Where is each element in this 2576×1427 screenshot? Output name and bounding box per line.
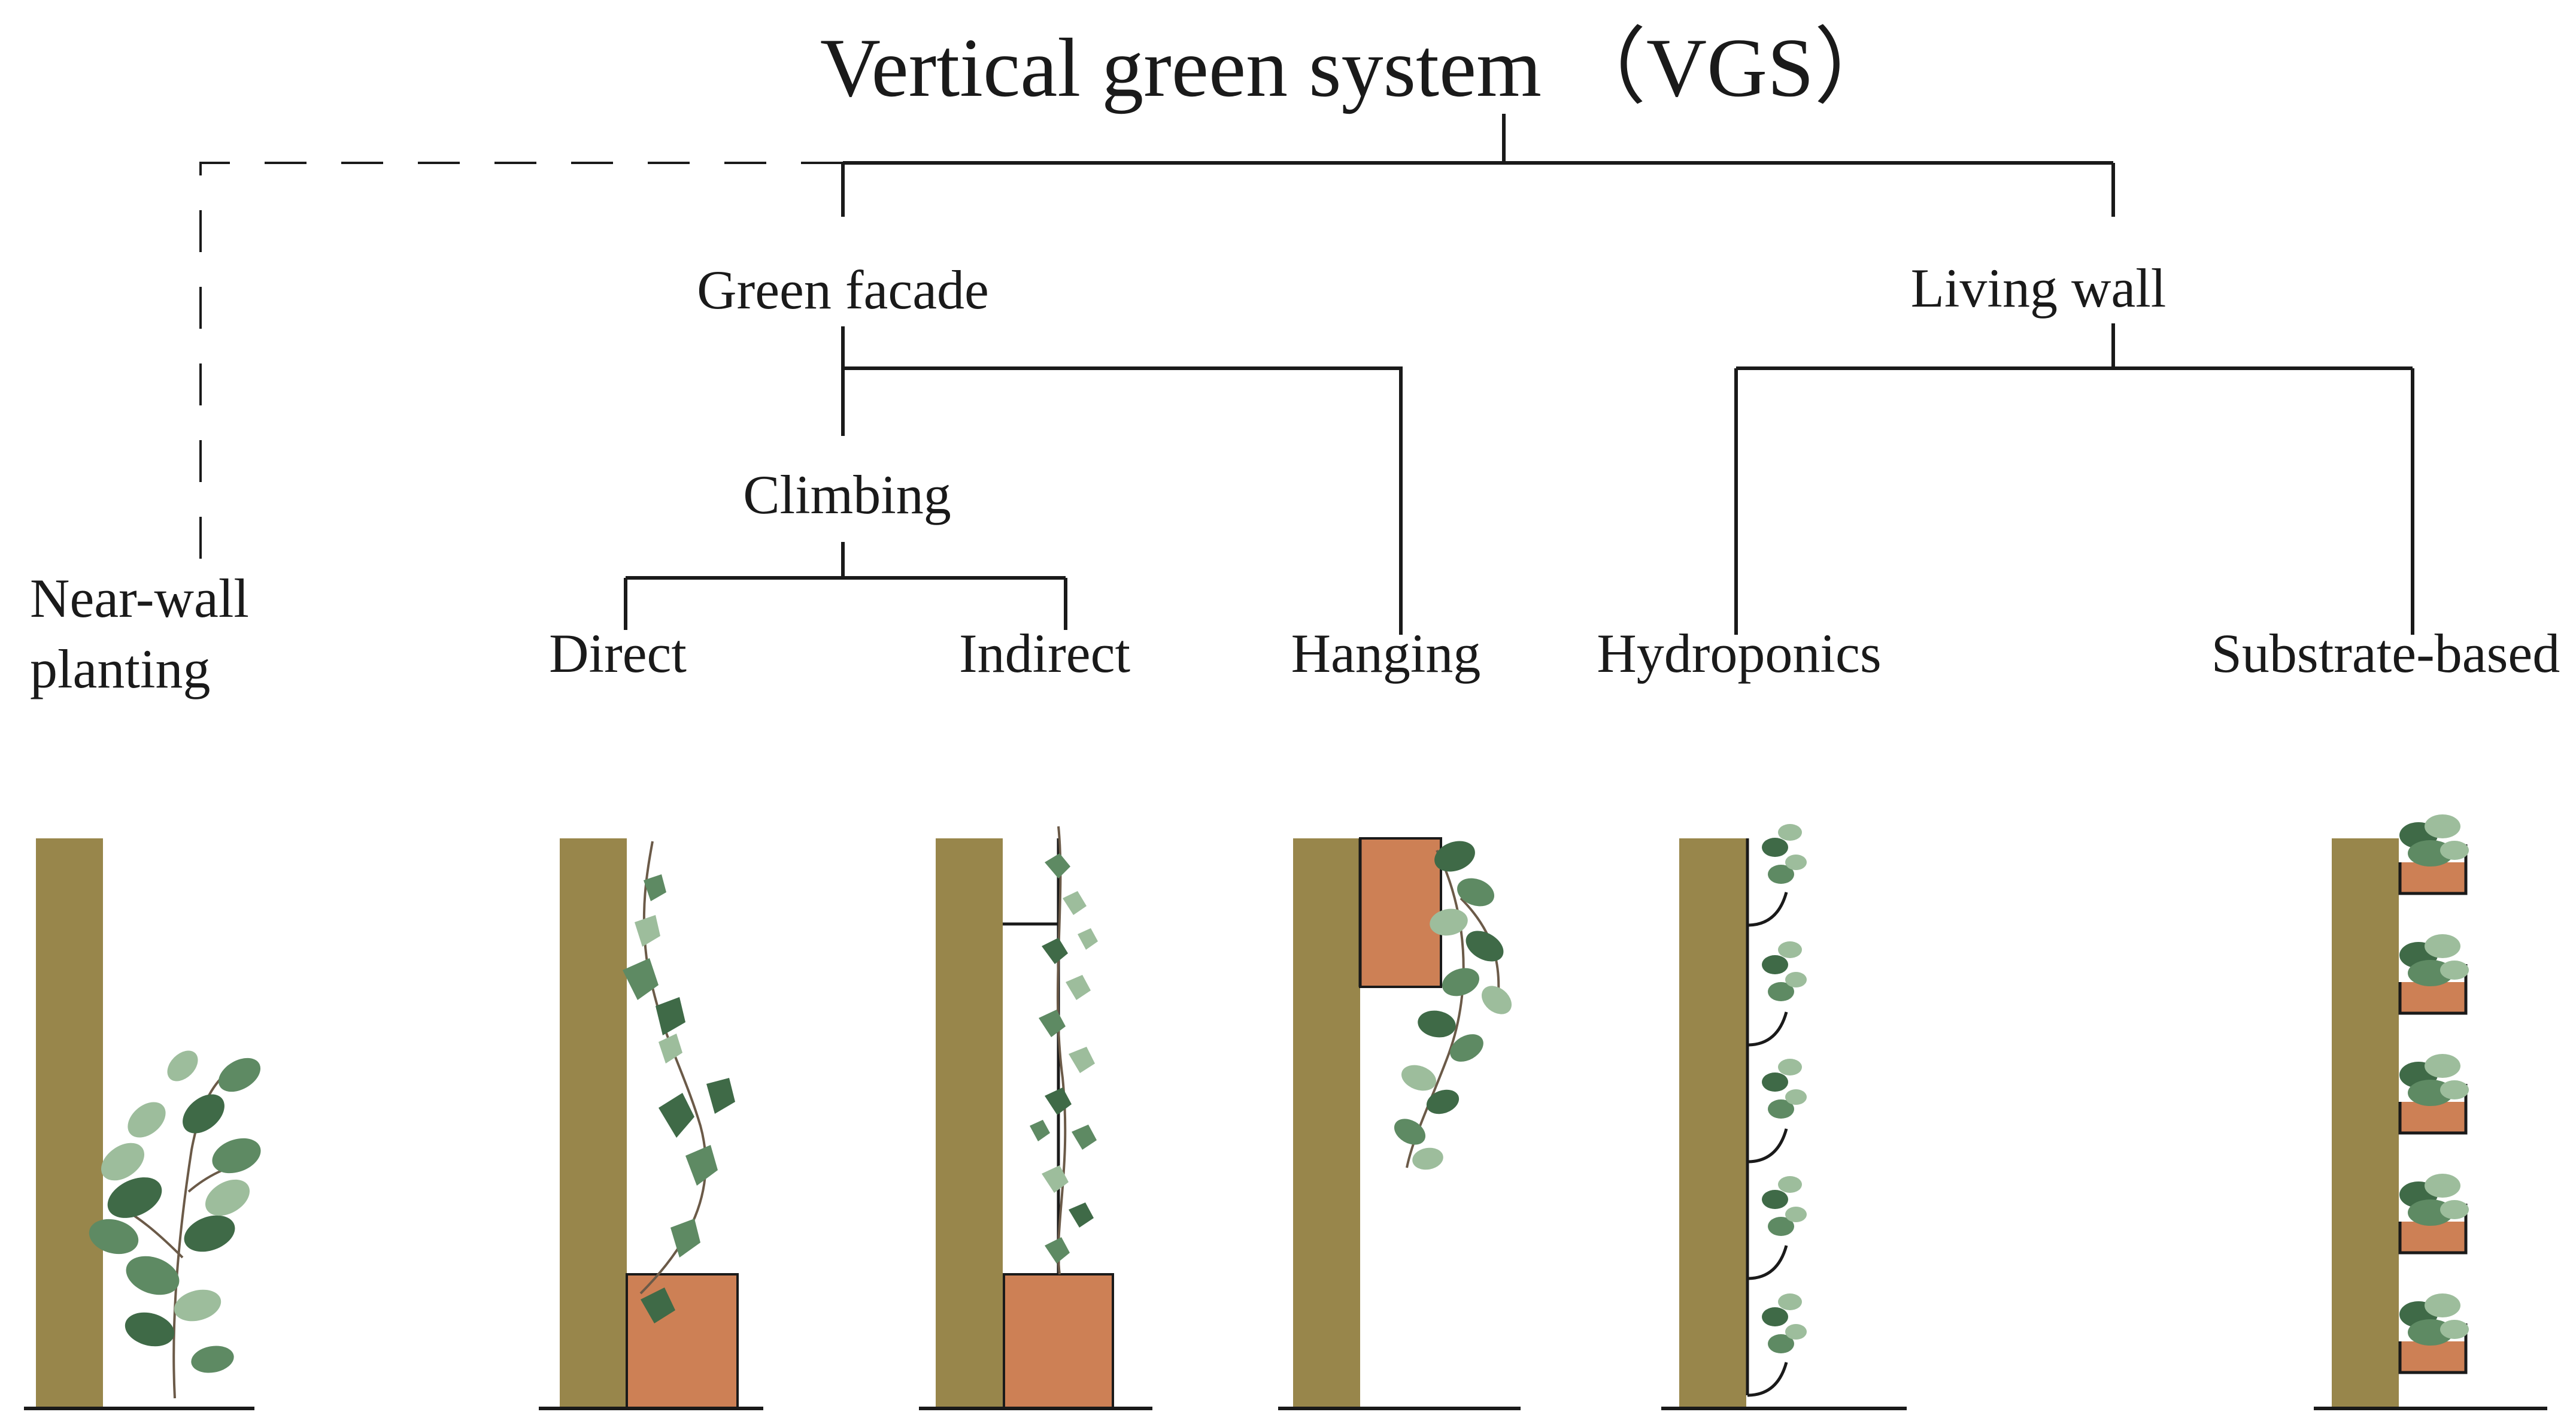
planter-indirect bbox=[1003, 1273, 1114, 1410]
label-climbing: Climbing bbox=[743, 464, 951, 525]
panel-hydroponics bbox=[1661, 824, 1907, 1410]
substrate-module bbox=[2398, 934, 2469, 1015]
connector-near-wall-dashed bbox=[199, 162, 843, 575]
panel-hanging bbox=[1278, 837, 1521, 1410]
panel-indirect bbox=[919, 826, 1152, 1410]
connector-living-wall bbox=[1734, 323, 2414, 635]
node-labels: Green facade Living wall Climbing Near-w… bbox=[30, 257, 2560, 699]
wall-hydroponics bbox=[1679, 838, 1746, 1408]
wall-direct bbox=[560, 838, 627, 1408]
label-green-facade: Green facade bbox=[697, 259, 989, 320]
hydroponic-plants-icon bbox=[1762, 824, 1807, 1353]
substrate-module bbox=[2398, 1054, 2469, 1135]
substrate-modules bbox=[2398, 814, 2469, 1374]
planter-direct bbox=[626, 1273, 739, 1410]
diagram-title: Vertical green system （VGS） bbox=[820, 22, 1898, 114]
substrate-module bbox=[2398, 1293, 2469, 1374]
tree-connectors bbox=[199, 114, 2414, 635]
panel-direct bbox=[539, 838, 763, 1410]
label-hanging: Hanging bbox=[1291, 623, 1481, 684]
connector-green-facade bbox=[841, 326, 1403, 635]
hydroponic-pockets bbox=[1747, 892, 1788, 1397]
label-substrate-based: Substrate-based bbox=[2211, 623, 2560, 684]
panel-near-wall bbox=[24, 838, 261, 1410]
label-direct: Direct bbox=[549, 623, 687, 684]
label-hydroponics: Hydroponics bbox=[1597, 623, 1881, 684]
connector-climbing bbox=[624, 542, 1067, 630]
label-indirect: Indirect bbox=[959, 623, 1131, 684]
wall-near-wall bbox=[36, 838, 103, 1408]
label-near-wall-line1: Near-wall bbox=[30, 568, 249, 629]
substrate-module bbox=[2398, 1174, 2469, 1255]
wall-substrate-based bbox=[2332, 838, 2399, 1408]
planter-hanging bbox=[1359, 837, 1442, 988]
ivy-on-trellis-icon bbox=[1030, 826, 1098, 1275]
panel-substrate-based bbox=[2314, 814, 2547, 1410]
connector-vgs-branches bbox=[841, 161, 2115, 217]
wall-indirect bbox=[936, 838, 1003, 1408]
substrate-module bbox=[2398, 814, 2469, 895]
trailing-pothos-icon bbox=[1394, 841, 1512, 1170]
label-living-wall: Living wall bbox=[1911, 257, 2167, 319]
wall-hanging bbox=[1293, 838, 1360, 1408]
ivy-climber-icon bbox=[623, 841, 735, 1323]
eucalyptus-plant-icon bbox=[89, 1050, 261, 1399]
label-near-wall-line2: planting bbox=[30, 638, 211, 699]
